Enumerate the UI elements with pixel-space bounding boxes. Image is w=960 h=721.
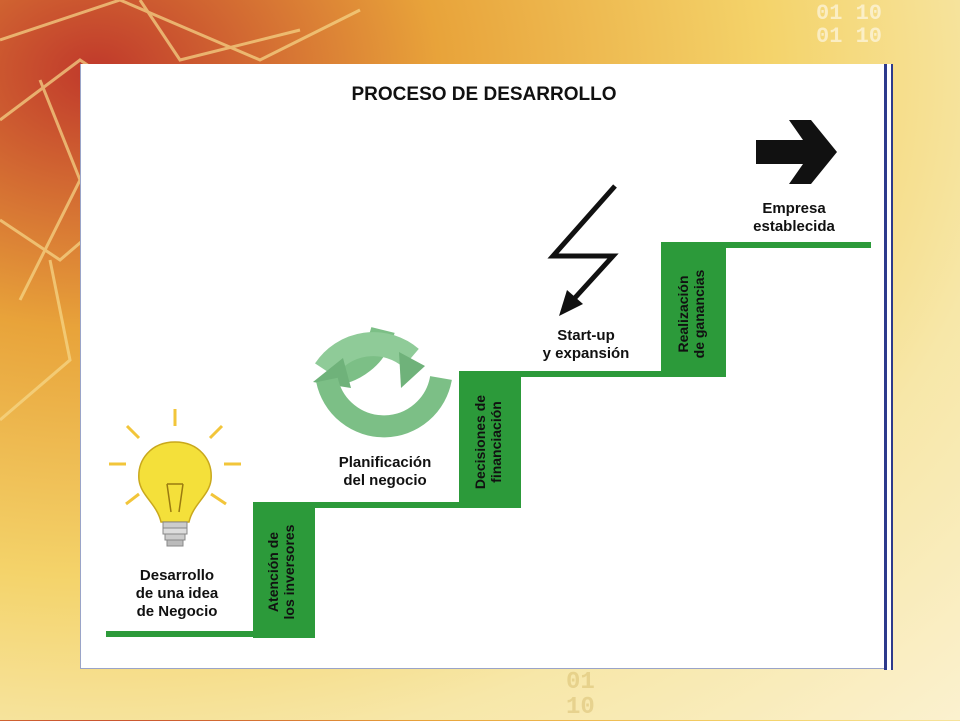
lightning-arrow-icon: [547, 184, 619, 316]
panel-edge: [884, 64, 892, 670]
label-profits: Realización de ganancias: [675, 269, 707, 359]
panel-edge-line: [884, 64, 887, 670]
right-arrow-icon: [756, 120, 837, 184]
step-riser-financing: [459, 371, 521, 508]
diagram-title: PROCESO DE DESARROLLO: [351, 84, 617, 105]
label-investors: Atención de los inversores: [265, 524, 297, 620]
panel-edge-line: [891, 64, 893, 670]
label-idea: Desarrollo de una idea de Negocio: [135, 567, 219, 620]
cycle-arrows-icon: [313, 326, 452, 438]
step-floor-3: [459, 371, 664, 377]
background-digits: 01 10 01 10: [816, 1, 883, 50]
step-floor-1: [106, 631, 256, 637]
staircase: [106, 242, 871, 638]
label-startup: Start-up y expansión: [542, 327, 630, 362]
label-financing: Decisiones de financiación: [472, 394, 504, 490]
step-riser-investors: [253, 502, 315, 638]
label-established: Empresa establecida: [753, 200, 835, 235]
step-riser-profits: [661, 242, 726, 377]
step-floor-4: [661, 242, 871, 248]
diagram-graphics: [106, 120, 871, 638]
step-floor-2: [253, 502, 463, 508]
diagram-panel: PROCESO DE DESARROLLO: [80, 64, 886, 669]
lightbulb-icon: [109, 409, 241, 547]
label-planning: Planificación del negocio: [338, 454, 432, 489]
